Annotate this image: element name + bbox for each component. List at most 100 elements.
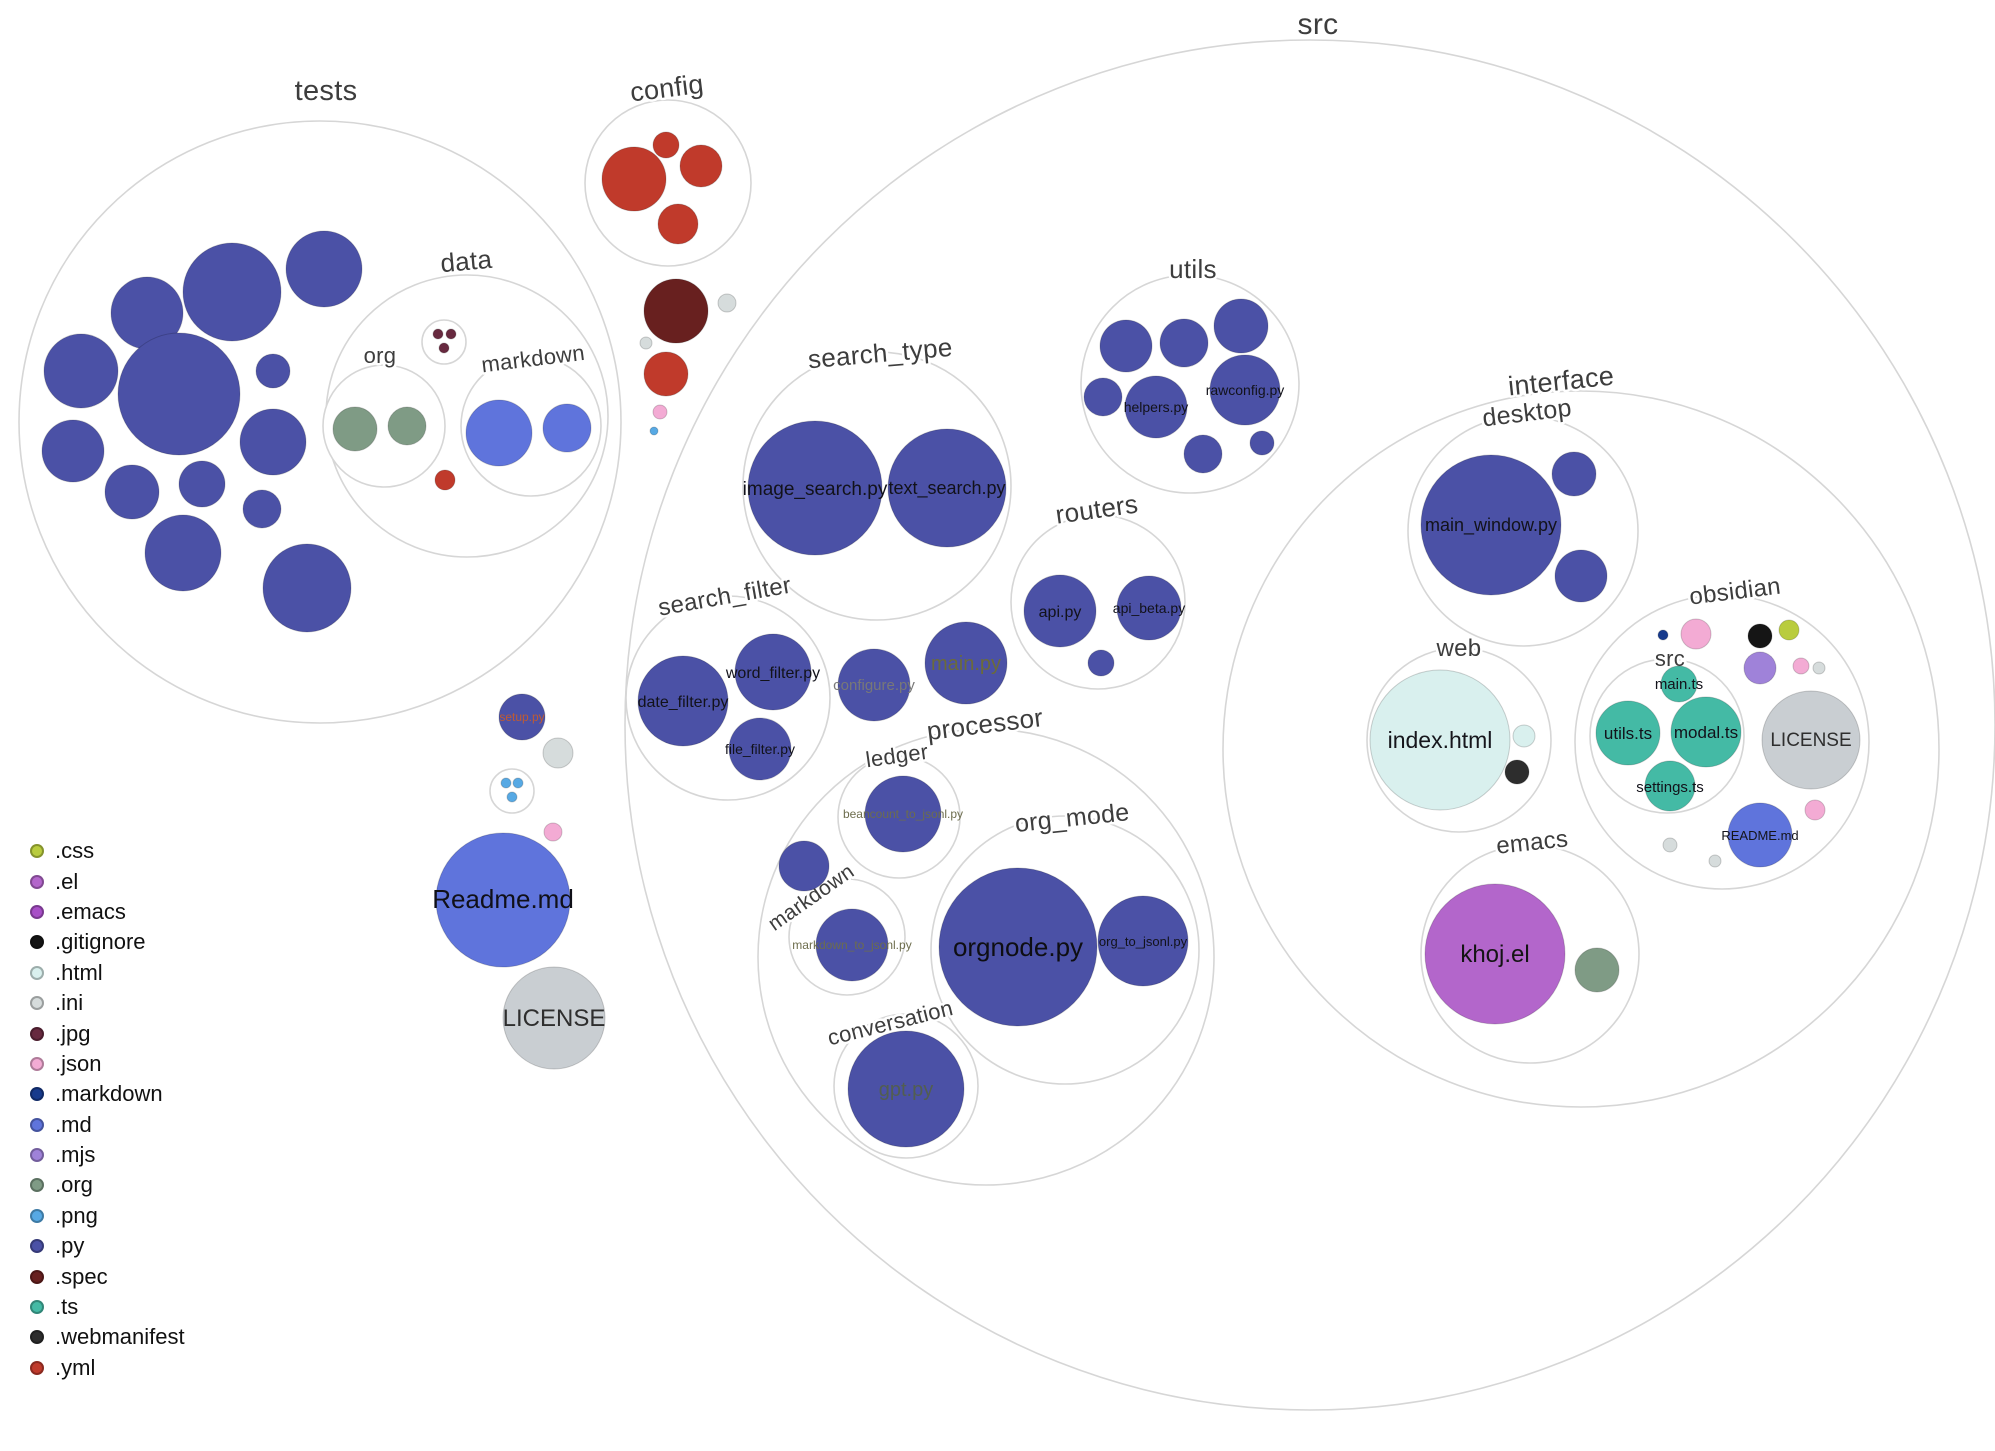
file-label-org_to_jsonl.py: org_to_jsonl.py — [1099, 934, 1188, 949]
legend: .css.el.emacs.gitignore.html.ini.jpg.jso… — [30, 836, 185, 1383]
file-circle-date_filter.py — [637, 655, 729, 747]
dir-label-src: src — [1298, 8, 1339, 41]
file-circle-routers-py-1 — [1087, 649, 1115, 677]
file-circle-root-yml — [643, 351, 689, 397]
legend-swatch-mjs — [30, 1148, 44, 1163]
legend-swatch-png — [30, 1208, 44, 1223]
legend-label-md: .md — [55, 1111, 92, 1137]
file-circle-utils-py-4 — [1083, 377, 1123, 417]
file-circle-obsidian-mjs-1 — [1743, 651, 1777, 685]
file-label-beancount_to_jsonl.py: beancount_to_jsonl.py — [843, 807, 963, 821]
file-circle-beancount_to_jsonl.py — [864, 775, 942, 853]
legend-item-gitignore: .gitignore — [30, 927, 185, 957]
file-circle-utils-py-6 — [1249, 430, 1275, 456]
file-circle-api_beta.py — [1116, 575, 1182, 641]
dir-label-tests-data: data — [439, 244, 493, 278]
file-circle-tests-py-12 — [262, 543, 352, 633]
legend-swatch-emacs — [30, 904, 44, 919]
file-label-gpt.py: gpt.py — [879, 1079, 933, 1101]
dir-circle-tests-data-org — [322, 364, 446, 488]
file-circle-tests-py-6 — [255, 353, 291, 389]
legend-swatch-markdown — [30, 1087, 44, 1102]
file-label-main_window.py: main_window.py — [1425, 515, 1557, 536]
legend-swatch-org — [30, 1178, 44, 1193]
file-circle-root-ini-2 — [639, 336, 653, 350]
dir-label-tests: tests — [295, 75, 358, 107]
legend-label-css: .css — [55, 838, 95, 864]
file-circle-root-json-1 — [652, 404, 668, 420]
legend-item-mjs: .mjs — [30, 1140, 185, 1170]
legend-label-emacs: .emacs — [55, 898, 126, 924]
file-circle-data-md-1 — [465, 399, 533, 467]
file-circle-web-webmanifest — [1504, 759, 1530, 785]
file-circle-config-yml-1 — [601, 146, 667, 212]
file-circle-configure.py — [837, 648, 911, 722]
file-circle-config-yml-3 — [679, 144, 723, 188]
file-label-obsidian-LICENSE: LICENSE — [1770, 730, 1851, 751]
dir-label-utils: utils — [1169, 254, 1217, 284]
legend-item-md: .md — [30, 1110, 185, 1140]
legend-swatch-html — [30, 965, 44, 980]
dir-circle-root-images — [489, 768, 535, 814]
file-circle-data-yml — [434, 469, 456, 491]
file-circle-tests-py-13 — [242, 489, 282, 529]
dir-circle-tests-data-images — [421, 319, 467, 365]
file-label-date_filter.py: date_filter.py — [638, 694, 729, 711]
file-circle-root-json-2 — [543, 822, 563, 842]
file-circle-Readme.md — [435, 832, 571, 968]
legend-label-html: .html — [55, 959, 103, 985]
legend-swatch-yml — [30, 1360, 44, 1375]
file-circle-obsidian-json-3 — [1804, 799, 1826, 821]
file-label-orgnode.py: orgnode.py — [953, 932, 1083, 962]
legend-swatch-webmanifest — [30, 1330, 44, 1345]
file-label-index.html: index.html — [1388, 727, 1493, 753]
file-circle-data-jpg-3 — [438, 342, 450, 354]
file-circle-settings.ts — [1644, 760, 1696, 812]
file-circle-desktop-py-2 — [1554, 549, 1608, 603]
legend-swatch-ini — [30, 996, 44, 1011]
legend-item-org: .org — [30, 1170, 185, 1200]
file-circle-utils.ts — [1595, 700, 1661, 766]
file-circle-utils-py-2 — [1159, 318, 1209, 368]
file-label-word_filter.py: word_filter.py — [725, 665, 820, 682]
file-circle-tests-py-5 — [117, 332, 241, 456]
dir-label-interface-web: web — [1436, 635, 1482, 662]
file-circle-root-spec — [643, 278, 709, 344]
file-circle-data-md-2 — [542, 403, 592, 453]
file-circle-tests-py-10 — [239, 408, 307, 476]
legend-item-ts: .ts — [30, 1292, 185, 1322]
dir-label-config: config — [628, 69, 705, 108]
file-circle-data-jpg-1 — [432, 328, 444, 340]
file-label-LICENSE: LICENSE — [503, 1005, 606, 1032]
file-label-main.ts: main.ts — [1655, 676, 1703, 693]
file-circle-modal.ts — [1670, 696, 1742, 768]
file-circle-obsidian-json-2 — [1792, 657, 1810, 675]
legend-swatch-md — [30, 1117, 44, 1132]
legend-item-markdown: .markdown — [30, 1079, 185, 1109]
file-circle-tests-py-4 — [43, 333, 119, 409]
dir-circle-config — [584, 99, 752, 267]
legend-item-spec: .spec — [30, 1261, 185, 1291]
legend-label-jpg: .jpg — [55, 1020, 91, 1046]
file-circle-root-png-2 — [512, 777, 524, 789]
file-circle-rawconfig.py — [1209, 354, 1281, 426]
file-label-khoj.el: khoj.el — [1460, 941, 1529, 968]
file-circle-data-org-1 — [332, 406, 378, 452]
file-label-text_search.py: text_search.py — [888, 478, 1005, 499]
legend-item-json: .json — [30, 1049, 185, 1079]
legend-swatch-ts — [30, 1300, 44, 1315]
file-circle-root-png-0 — [649, 426, 659, 436]
legend-label-ini: .ini — [55, 990, 84, 1016]
file-circle-tests-py-9 — [178, 460, 226, 508]
legend-swatch-py — [30, 1239, 44, 1254]
file-circle-utils-py-5 — [1183, 434, 1223, 474]
file-circle-main_window.py — [1420, 454, 1562, 596]
file-circle-setup.py — [498, 693, 546, 741]
file-circle-web-html-1 — [1512, 724, 1536, 748]
file-circle-obsidian-json-1 — [1680, 618, 1712, 650]
legend-item-css: .css — [30, 836, 185, 866]
legend-label-png: .png — [55, 1202, 98, 1228]
file-circle-api.py — [1023, 574, 1097, 648]
legend-swatch-json — [30, 1056, 44, 1071]
